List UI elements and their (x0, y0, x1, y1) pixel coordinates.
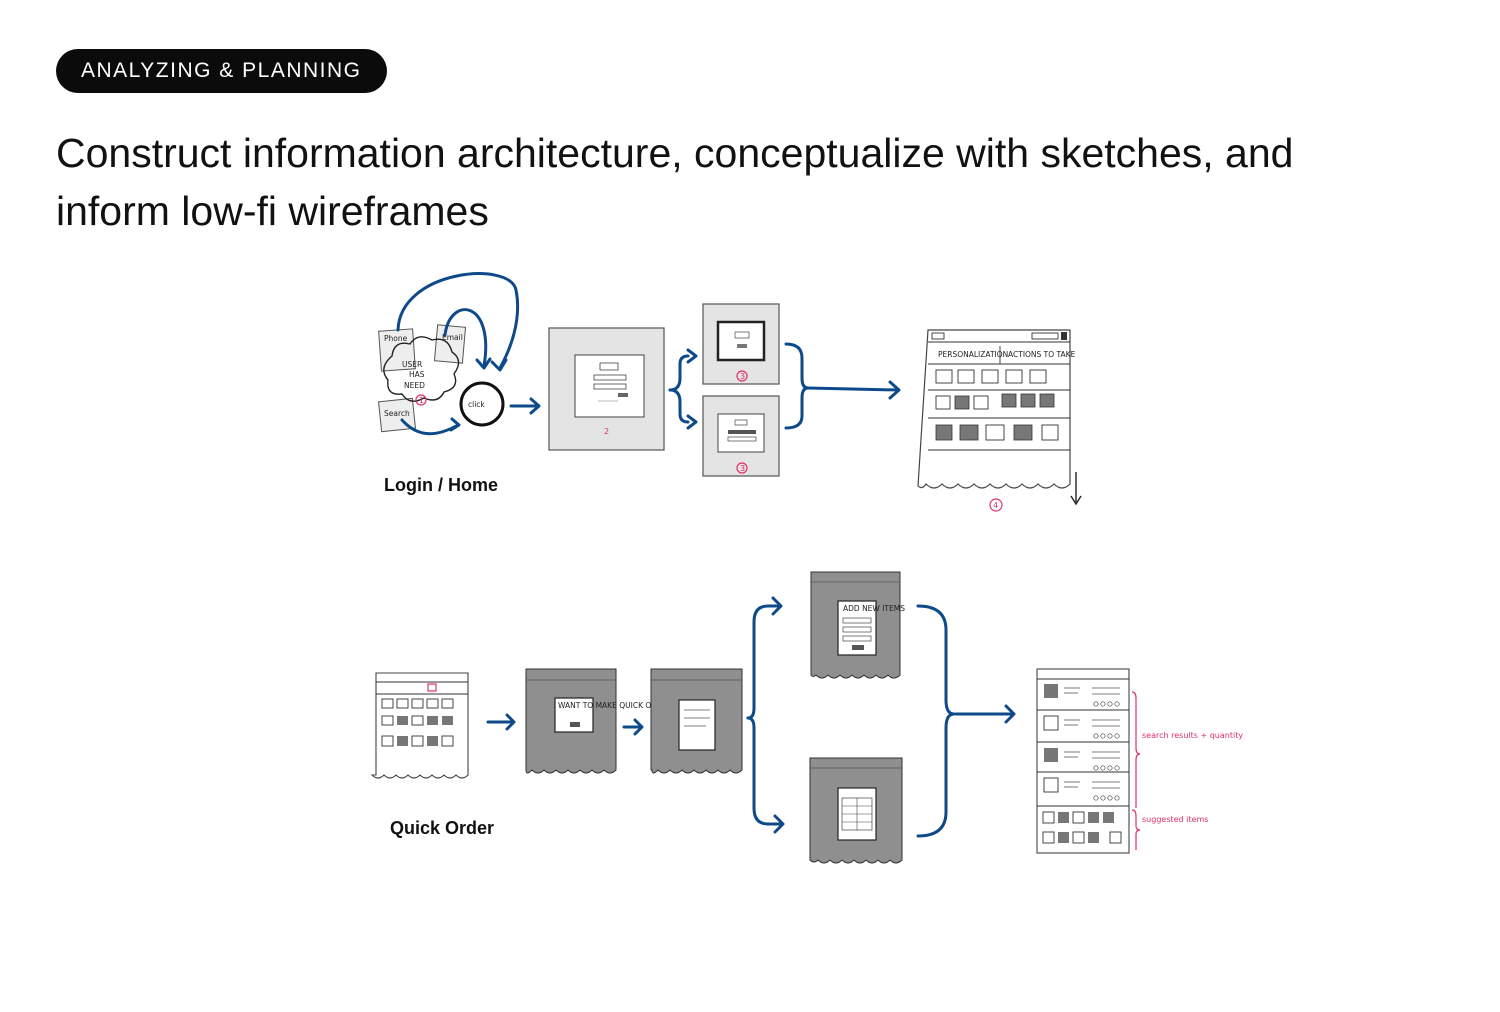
login-home-flow: Phone Email Search USER HAS NEED 1 click (377, 272, 1082, 512)
step-4-number: 4 (993, 501, 998, 510)
qo-arrow-final-head (1004, 704, 1016, 724)
step-1-number: 1 (419, 396, 424, 405)
qo-table-frame (809, 757, 903, 864)
quick-order-flow: WANT TO MAKE QUICK ORDER? ADD NEW ITEMS (370, 571, 1243, 864)
card-search-text: Search (384, 409, 410, 418)
qo-merge-bracket (916, 604, 956, 838)
quick-order-label: Quick Order (390, 818, 494, 838)
arrow-to-home (806, 386, 900, 392)
branch-up-head (686, 348, 698, 364)
state-frame-a: 3 (702, 303, 780, 385)
cloud-line-2: HAS (409, 370, 425, 379)
arrow-to-login-head (529, 397, 541, 415)
loop-arrow-inner-head (475, 357, 492, 370)
user-need-cloud: USER HAS NEED 1 (383, 336, 460, 406)
card-phone-text: Phone (384, 334, 408, 343)
login-frame: 2 (548, 327, 665, 451)
branch-up (668, 354, 690, 392)
qo-popup-frame-1: WANT TO MAKE QUICK ORDER? (525, 668, 676, 774)
qo-fork-down (746, 716, 784, 826)
login-home-label: Login / Home (384, 475, 498, 495)
card-email-text: Email (442, 333, 463, 342)
step-1-marker (415, 394, 427, 406)
cloud-line-1: USER (402, 360, 422, 369)
section-badge: ANALYZING & PLANNING (56, 49, 387, 93)
branch-down (668, 388, 690, 424)
page-headline: Construct information architecture, conc… (56, 130, 1294, 234)
qo-fork-up-head (771, 596, 783, 616)
merge-bracket (784, 342, 810, 430)
qo-arrow-2-head (633, 718, 644, 736)
loop-arrow-outer (396, 272, 520, 370)
arrow-to-home-head (888, 380, 901, 400)
click-text: click (468, 400, 485, 409)
qo-start-frame (370, 672, 469, 779)
branch-down-head (686, 414, 698, 430)
step-2-number: 2 (604, 427, 609, 436)
pink-note-search-results: search results + quantity (1142, 731, 1243, 740)
qo-results-frame: search results + quantity suggested item… (1036, 668, 1243, 854)
state-frame-b: 3 (702, 395, 780, 477)
qo-fork-up (746, 604, 782, 720)
popup-2-text: ADD NEW ITEMS (843, 604, 905, 613)
home-tab-actions: ACTIONS TO TAKE (1008, 350, 1076, 359)
step-3b-number: 3 (740, 464, 745, 473)
home-frame: PERSONALIZATION ACTIONS TO TAKE (917, 329, 1082, 512)
pink-note-suggested: suggested items (1142, 815, 1208, 824)
search-arrow-head (449, 417, 461, 432)
qo-fork-down-head (773, 814, 785, 834)
qo-popup-frame-2 (650, 668, 743, 774)
step-3a-number: 3 (740, 372, 745, 381)
qo-arrow-1-head (505, 713, 516, 731)
cloud-line-3: NEED (404, 381, 425, 390)
popup-1-text: WANT TO MAKE QUICK ORDER? (558, 701, 676, 710)
loop-arrow-outer-head (490, 358, 508, 372)
click-node: click (459, 381, 505, 427)
home-tab-personalization: PERSONALIZATION (938, 350, 1008, 359)
loop-arrow-inner (443, 308, 488, 368)
qo-add-items-frame: ADD NEW ITEMS (810, 571, 905, 679)
